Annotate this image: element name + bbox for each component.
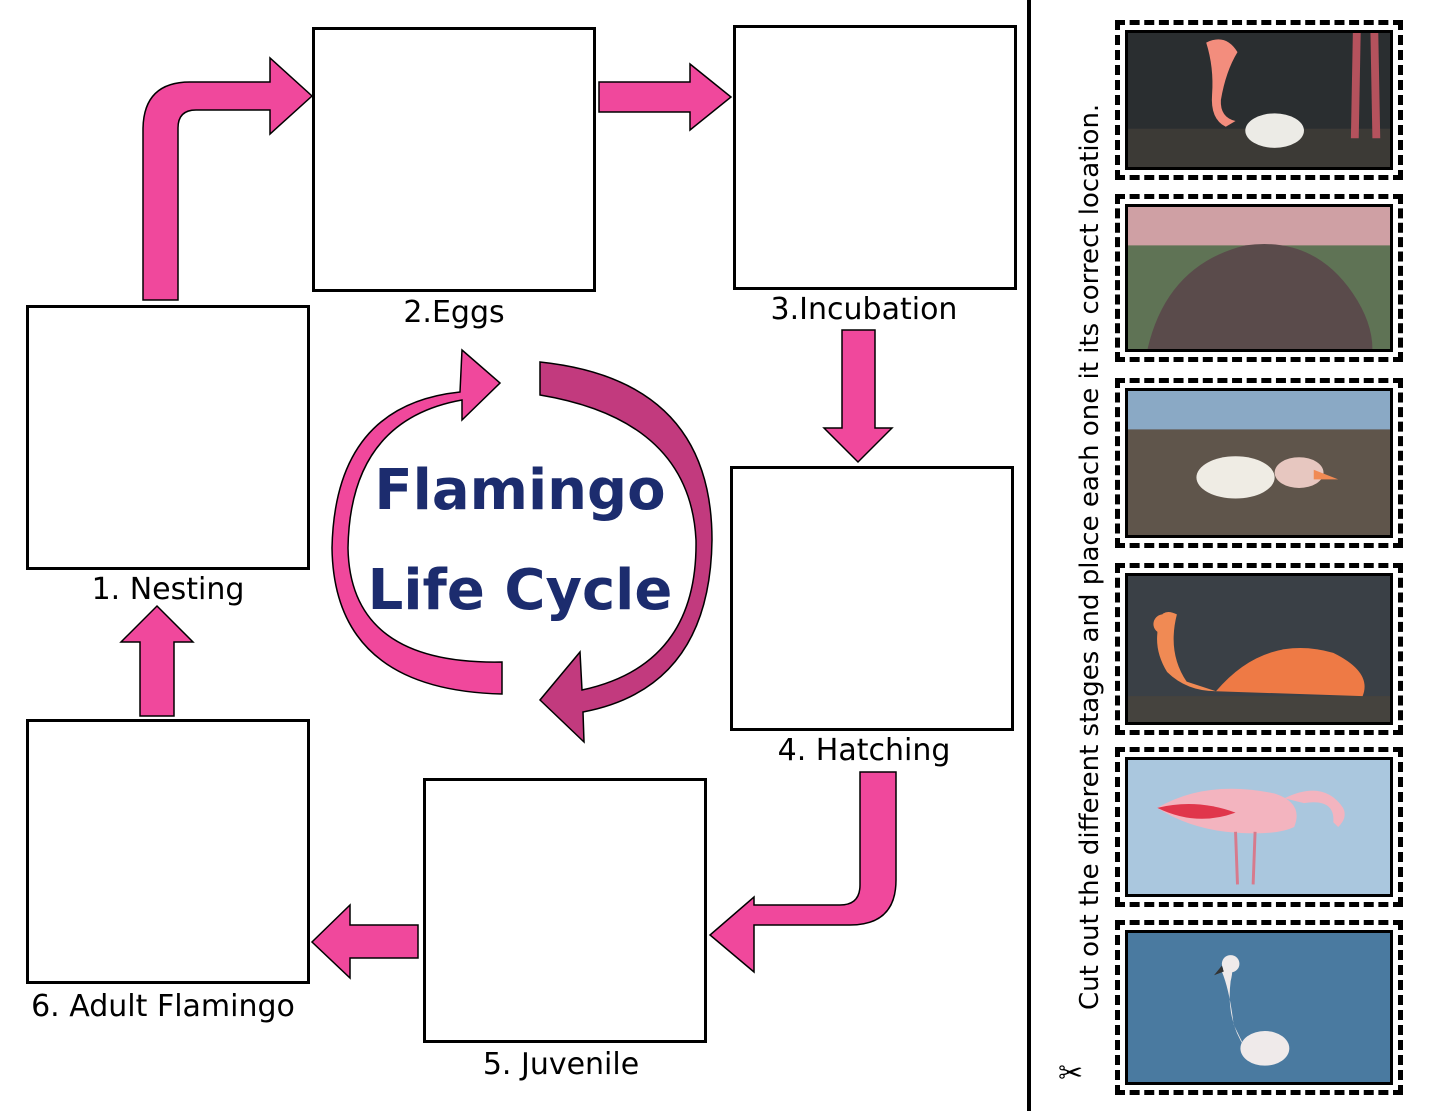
stage-label-eggs: 2.Eggs — [403, 295, 505, 330]
life-cycle-arrows — [119, 56, 897, 980]
stage-label-hatching: 4. Hatching — [777, 733, 951, 768]
card-nest-photo[interactable] — [1115, 194, 1403, 362]
stage-box-incubation — [733, 25, 1017, 290]
instruction-text: Cut out the different stages and place e… — [1075, 103, 1105, 1010]
stage-label-incubation: 3.Incubation — [770, 292, 958, 327]
cycle-arrow-left — [331, 348, 503, 695]
scissors-icon: ✂ — [1058, 1056, 1084, 1091]
stage-box-juvenile — [423, 778, 707, 1043]
card-hatching-photo[interactable] — [1115, 378, 1403, 548]
arrow-incubation-to-hatching — [822, 329, 894, 464]
title-line-2: Life Cycle — [367, 558, 673, 623]
cut-line-divider — [1027, 0, 1031, 1111]
stage-box-hatching — [730, 466, 1014, 731]
stage-label-adult: 6. Adult Flamingo — [31, 989, 295, 1024]
title-line-1: Flamingo — [374, 458, 666, 523]
arrow-juvenile-to-adult — [310, 903, 419, 980]
arrow-adult-to-nesting — [119, 604, 195, 717]
stage-box-nesting — [26, 305, 310, 570]
card-incubation-photo[interactable] — [1115, 563, 1403, 735]
cycle-arrow-right — [538, 361, 713, 744]
arrow-hatching-to-juvenile — [708, 771, 897, 974]
arrow-nesting-to-eggs — [142, 56, 314, 301]
stage-label-juvenile: 5. Juvenile — [482, 1047, 640, 1082]
stage-label-nesting: 1. Nesting — [91, 572, 245, 607]
stage-box-eggs — [312, 27, 596, 292]
arrow-eggs-to-incubation — [598, 62, 733, 132]
stage-box-adult — [26, 719, 310, 984]
card-juvenile-photo[interactable] — [1115, 920, 1403, 1095]
card-egg-photo[interactable] — [1115, 20, 1403, 180]
card-adult-photo[interactable] — [1115, 747, 1403, 907]
